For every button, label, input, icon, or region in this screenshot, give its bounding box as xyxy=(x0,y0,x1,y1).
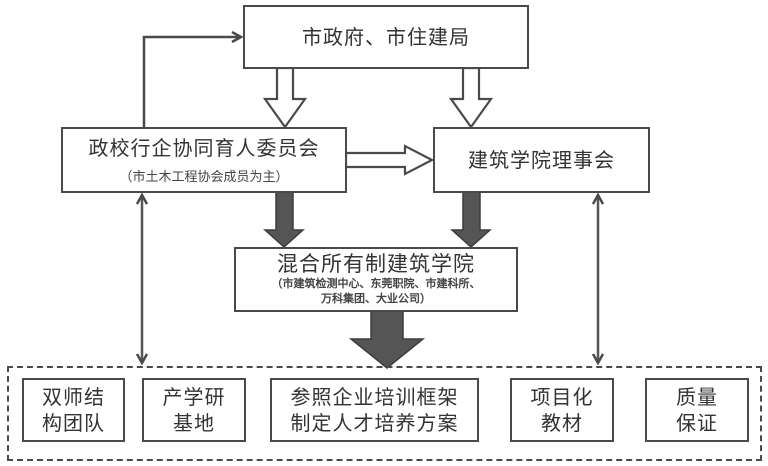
outcome-line2: 教材 xyxy=(541,411,583,435)
outcome-quality-assurance: 质量 保证 xyxy=(645,378,749,442)
node-committee-subtitle: （市土木工程协会成员为主） xyxy=(119,169,289,185)
node-committee: 政校行企协同育人委员会 （市土木工程协会成员为主） xyxy=(61,127,347,193)
outcome-line2: 保证 xyxy=(676,411,718,435)
edge-committee-to-council xyxy=(344,144,435,176)
outcome-line1: 双师结 xyxy=(42,385,105,409)
outcomes-group xyxy=(7,366,762,461)
node-committee-title: 政校行企协同育人委员会 xyxy=(88,135,320,160)
node-college-subtitle-line1: （市建筑检测中心、东莞职院、市建科所、 xyxy=(271,277,481,291)
outcome-line1: 质量 xyxy=(676,385,718,409)
edge-committee-to-college xyxy=(263,191,305,249)
outcome-industry-research-base: 产学研 基地 xyxy=(142,378,246,442)
edge-government-to-committee xyxy=(262,66,308,129)
outcome-project-textbooks: 项目化 教材 xyxy=(510,378,614,442)
outcome-line1: 参照企业培训框架 xyxy=(290,385,459,409)
node-council-title: 建筑学院理事会 xyxy=(468,148,615,172)
outcome-line1: 产学研 xyxy=(162,385,226,409)
edge-government-to-council xyxy=(448,66,494,129)
outcome-line2: 制定人才培养方案 xyxy=(290,411,459,435)
outcome-dual-teacher-team: 双师结 构团队 xyxy=(22,378,125,442)
edge-committee-to-government xyxy=(142,37,241,128)
edge-council-to-college xyxy=(450,191,492,249)
edge-college-to-outcomes xyxy=(348,310,426,369)
outcome-training-program: 参照企业培训框架 制定人才培养方案 xyxy=(270,378,479,442)
node-college-title: 混合所有制建筑学院 xyxy=(277,252,475,277)
node-government-title: 市政府、市住建局 xyxy=(302,25,470,49)
outcome-line1: 项目化 xyxy=(530,385,594,409)
outcome-line2: 基地 xyxy=(173,411,215,435)
node-government: 市政府、市住建局 xyxy=(243,5,529,69)
outcome-line2: 构团队 xyxy=(42,411,105,435)
node-council: 建筑学院理事会 xyxy=(433,127,650,193)
node-college-subtitle-line2: 万科集团、大业公司） xyxy=(321,292,431,306)
node-college: 混合所有制建筑学院 （市建筑检测中心、东莞职院、市建科所、 万科集团、大业公司） xyxy=(234,247,518,312)
